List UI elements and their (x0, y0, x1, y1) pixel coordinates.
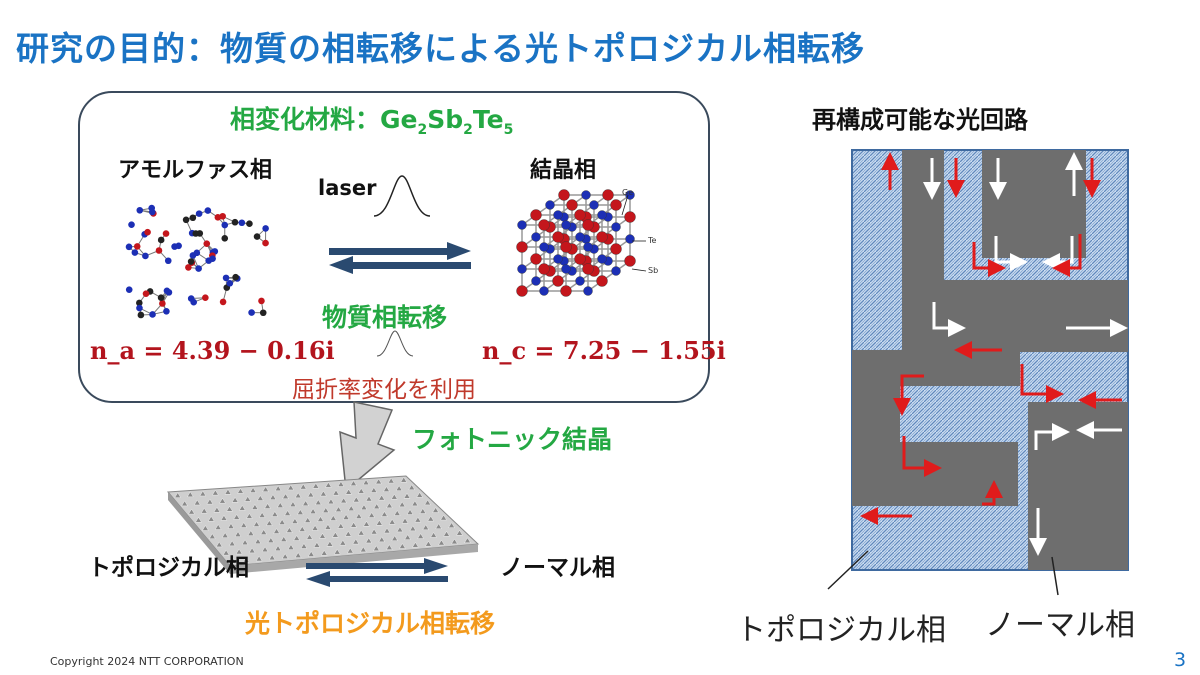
laser-pulse-icon (373, 175, 431, 217)
legend-te: Te (648, 236, 657, 245)
formula-te: Te (472, 105, 504, 134)
circuit-normal-label: ノーマル相 (985, 608, 1135, 643)
formula-ge: Ge (380, 105, 418, 134)
formula-te-sub: 5 (503, 122, 514, 138)
forward-arrow-icon (306, 558, 448, 574)
topological-transition-arrows (306, 558, 448, 587)
circuit-topological-label: トポロジカル相 (736, 613, 946, 648)
laser-label: laser (318, 176, 377, 200)
small-pulse-icon (376, 330, 414, 357)
backward-arrow-icon (306, 571, 448, 587)
bonds (128, 207, 267, 316)
formula-sb: Sb (427, 105, 464, 134)
red-edge-arrows (860, 152, 1122, 525)
material-transition-label: 物質相転移 (322, 303, 448, 332)
topological-phase-label: トポロジカル相 (88, 555, 249, 581)
photonic-crystal-label: フォトニック結晶 (412, 425, 613, 454)
forward-arrow-icon (329, 242, 471, 260)
legend-ge: Ge (622, 188, 634, 197)
normal-phase-label: ノーマル相 (500, 555, 615, 581)
page-number: 3 (1174, 649, 1187, 671)
formula-ge-sub: 2 (417, 122, 428, 138)
crystal-structure-image (516, 189, 647, 297)
topological-transition-label: 光トポロジカル相転移 (245, 609, 496, 638)
amorphous-structure-image (125, 204, 269, 319)
reconfigurable-circuit-diagram (851, 149, 1129, 571)
refractive-index-amorphous: n_a = 4.39 − 0.16i (90, 336, 335, 365)
photonic-crystal-slab-image (166, 475, 480, 574)
backward-arrow-icon (329, 256, 471, 274)
label-pointer-lines (827, 550, 1059, 596)
amorphous-phase-label: アモルファス相 (118, 158, 273, 183)
formula-sb-sub: 2 (463, 122, 473, 138)
copyright-text: Copyright 2024 NTT CORPORATION (50, 655, 244, 668)
material-box (78, 91, 710, 403)
down-arrow-icon (339, 401, 396, 492)
phase-transition-arrows (329, 242, 471, 274)
crystal-phase-label: 結晶相 (530, 158, 597, 183)
slide-title: 研究の目的：物質の相転移による光トポロジカル相転移 (16, 29, 866, 68)
photonic-holes (174, 476, 471, 564)
refractive-index-crystal: n_c = 7.25 − 1.55i (482, 336, 726, 365)
material-heading-prefix: 相変化材料： (230, 105, 381, 134)
material-heading: 相変化材料：Ge2Sb2Te5 (230, 100, 513, 138)
legend-sb: Sb (648, 266, 659, 275)
circuit-title: 再構成可能な光回路 (812, 106, 1028, 134)
refractive-change-note: 屈折率変化を利用 (292, 377, 476, 403)
